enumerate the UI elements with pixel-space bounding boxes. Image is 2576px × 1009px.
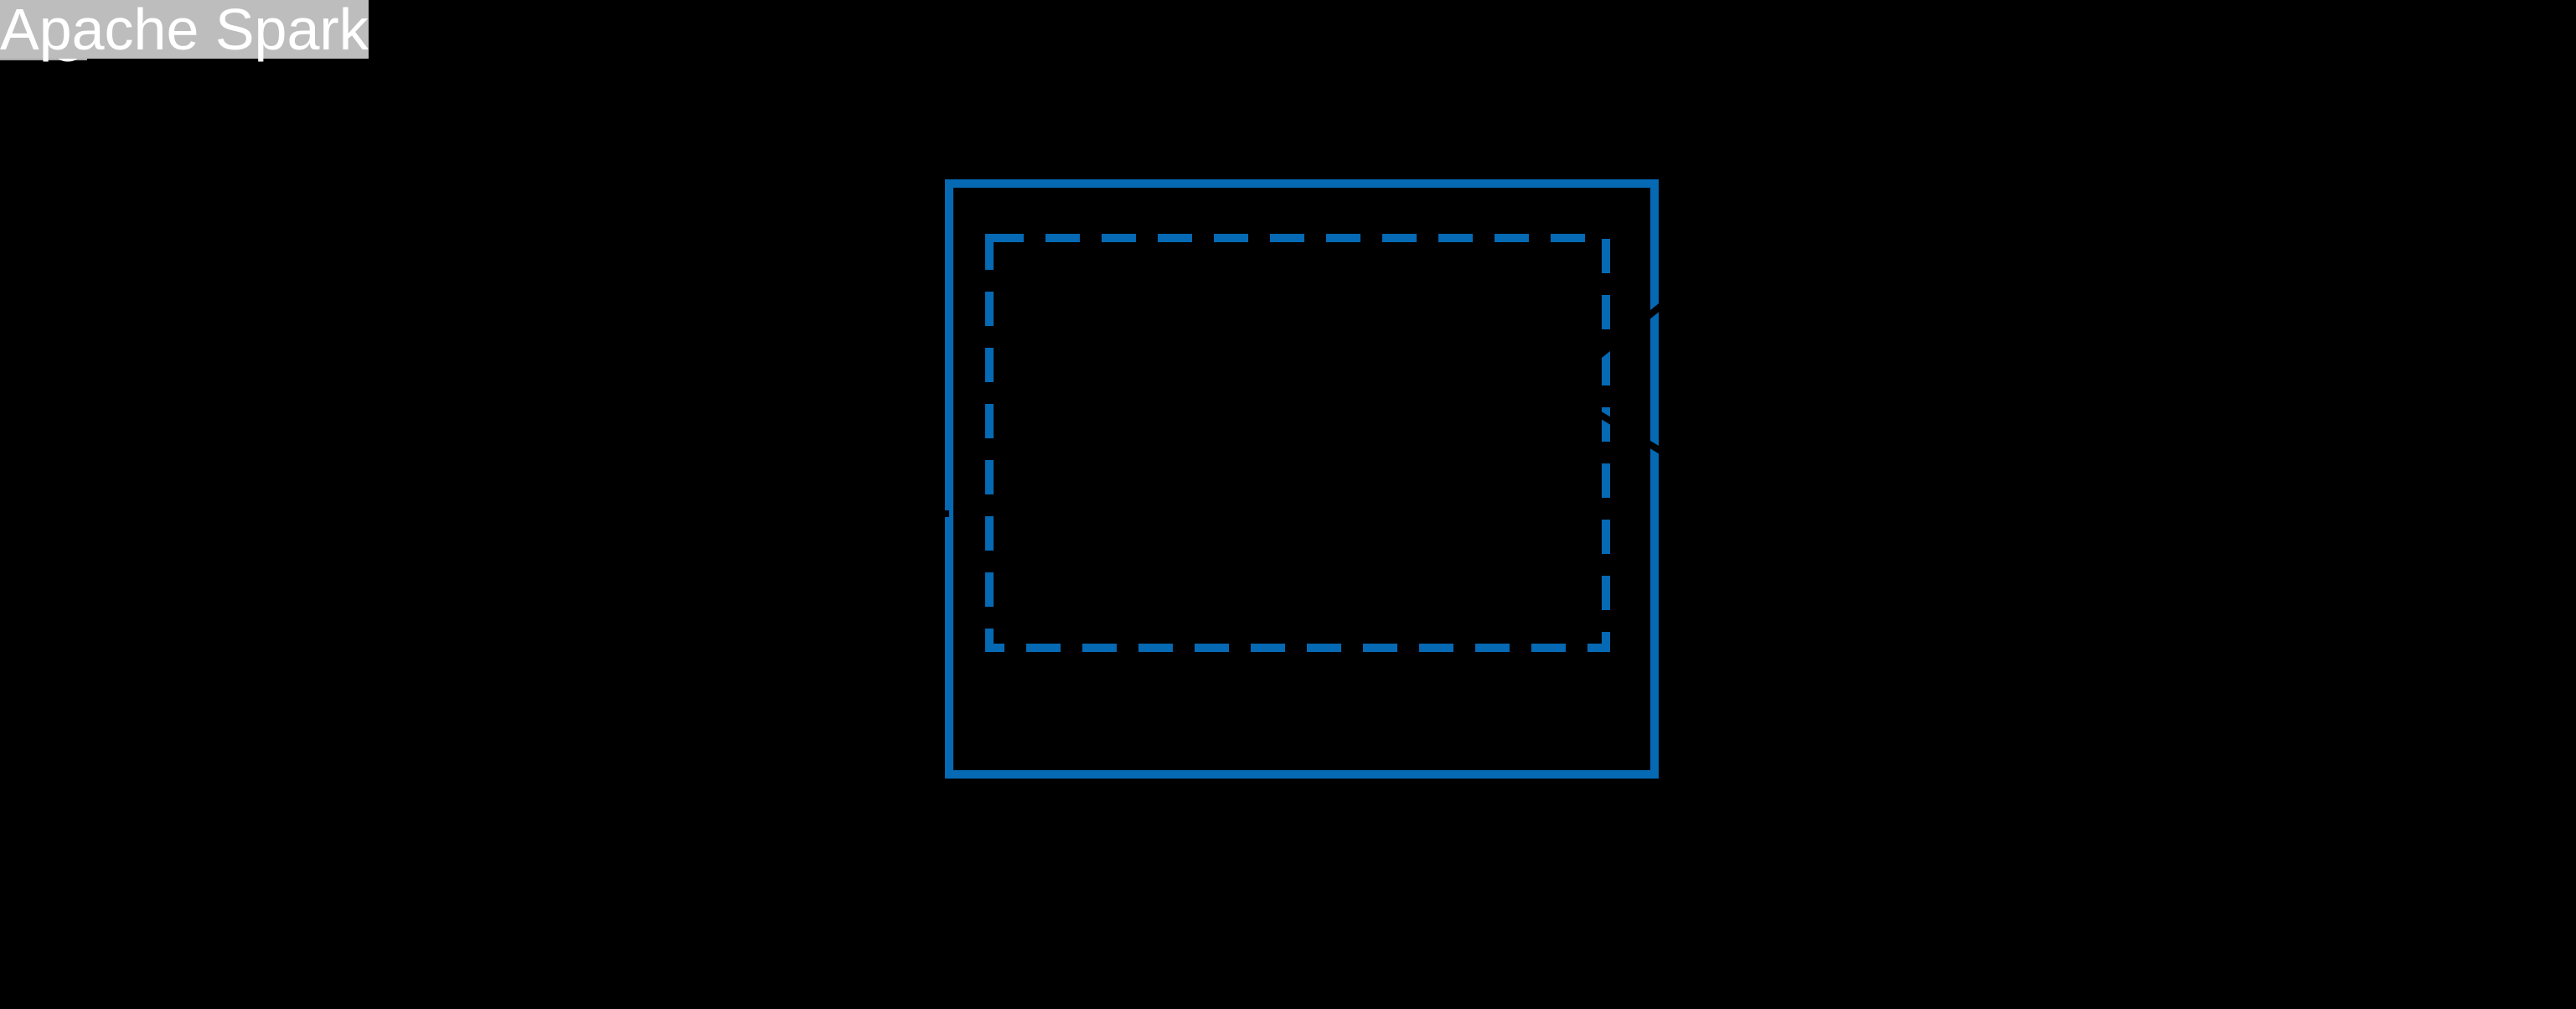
wedge-upper-line xyxy=(1557,22,2013,391)
apache-spark-label: Apache Spark xyxy=(0,0,369,62)
enclave-dashed-border xyxy=(985,234,1610,652)
app-arrowhead-icon xyxy=(1541,372,1573,406)
sgx-arrowhead-icon xyxy=(513,496,546,531)
enclave-outer-border xyxy=(945,179,1659,779)
apache-spark-box: Apache Spark xyxy=(0,0,369,59)
wedge-lower-line xyxy=(1557,387,2013,664)
